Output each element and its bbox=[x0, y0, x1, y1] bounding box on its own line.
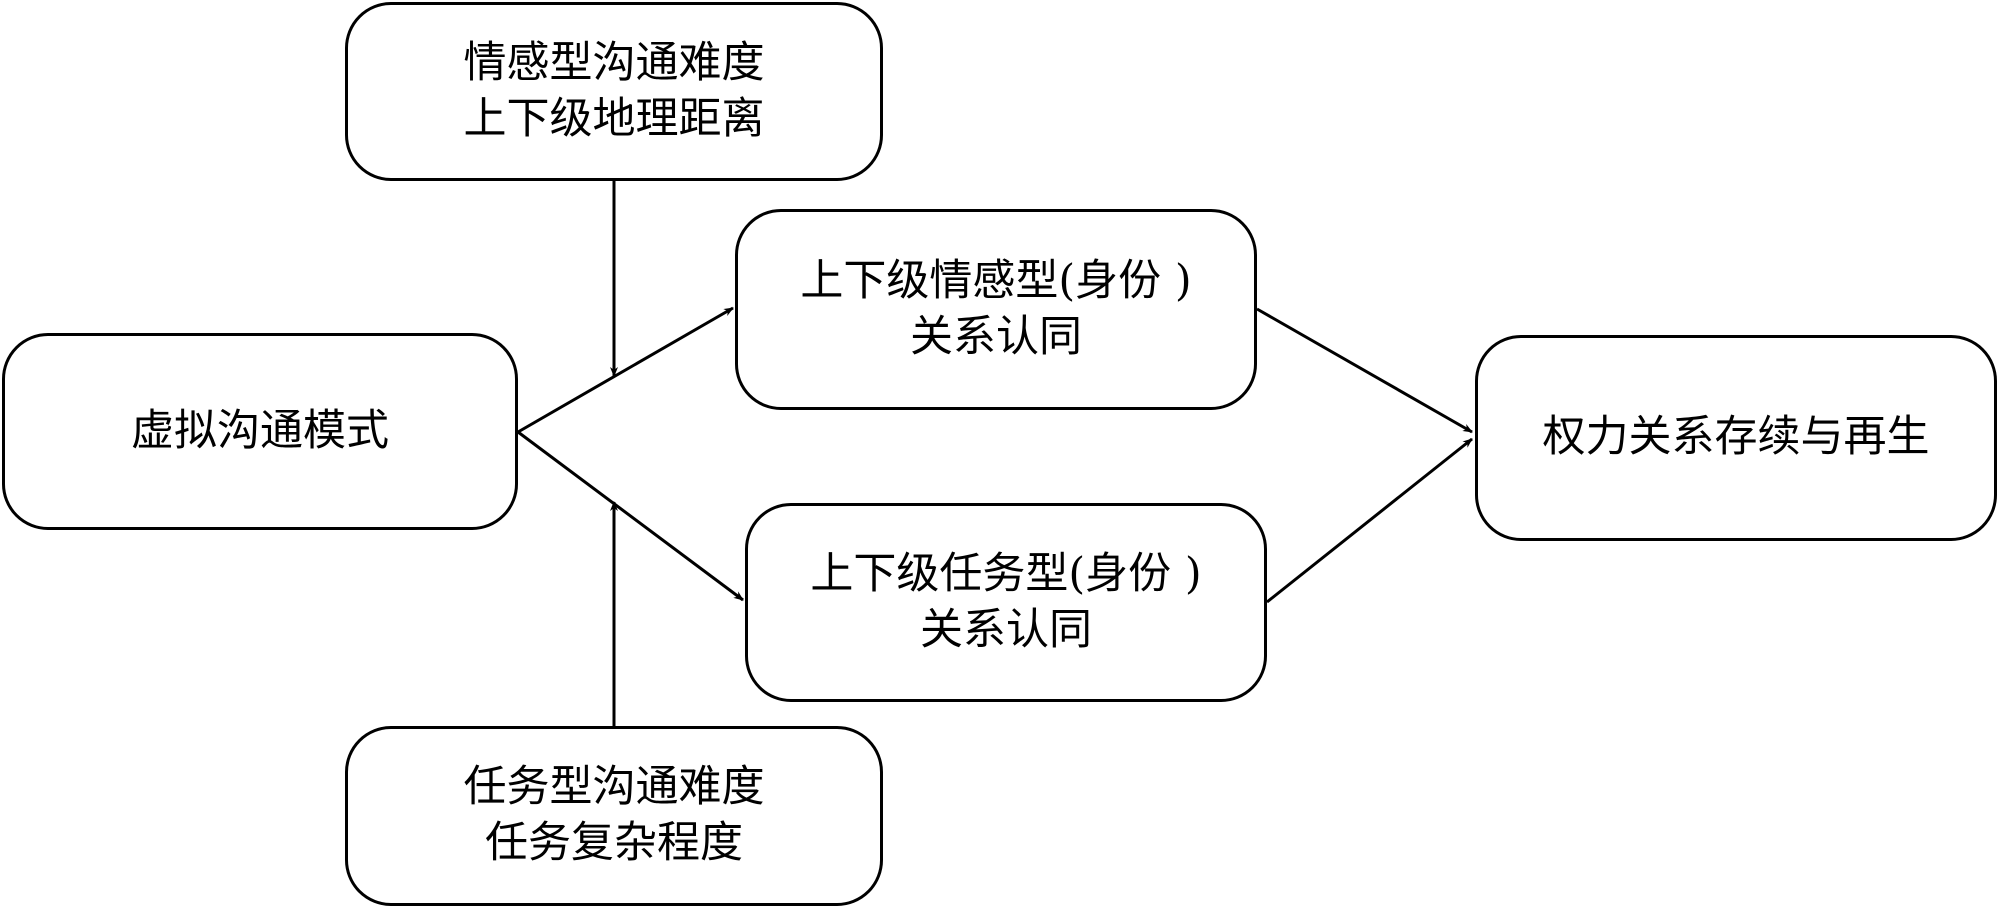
node-label-line: 关系认同 bbox=[920, 604, 1092, 655]
node-label-line: 关系认同 bbox=[910, 311, 1082, 362]
node-label-line: 上下级地理距离 bbox=[463, 93, 765, 144]
edge-emotional-to-outcome bbox=[1256, 307, 1473, 434]
node-label-line: 任务复杂程度 bbox=[485, 818, 743, 868]
node-label-line: 虚拟沟通模式 bbox=[131, 405, 389, 456]
node-label-line: 上下级任务型(身份 ) bbox=[810, 548, 1202, 599]
edge-task-to-outcome bbox=[1266, 437, 1473, 604]
node-virtual-communication-mode: 虚拟沟通模式 bbox=[2, 333, 518, 530]
edge-virtual-to-emotional bbox=[517, 306, 734, 434]
node-task-identity: 上下级任务型(身份 ) 关系认同 bbox=[745, 503, 1267, 702]
node-label-line: 上下级情感型(身份 ) bbox=[800, 255, 1192, 306]
node-label-line: 权力关系存续与再生 bbox=[1542, 412, 1930, 463]
edge-virtual-to-task bbox=[517, 430, 744, 602]
node-power-relationship-outcome: 权力关系存续与再生 bbox=[1475, 335, 1997, 541]
node-task-communication-difficulty: 任务型沟通难度 任务复杂程度 bbox=[345, 726, 883, 906]
node-emotional-communication-difficulty: 情感型沟通难度 上下级地理距离 bbox=[345, 2, 883, 181]
node-label-line: 情感型沟通难度 bbox=[463, 37, 765, 88]
node-emotional-identity: 上下级情感型(身份 ) 关系认同 bbox=[735, 209, 1257, 410]
node-label-line: 任务型沟通难度 bbox=[463, 762, 765, 813]
